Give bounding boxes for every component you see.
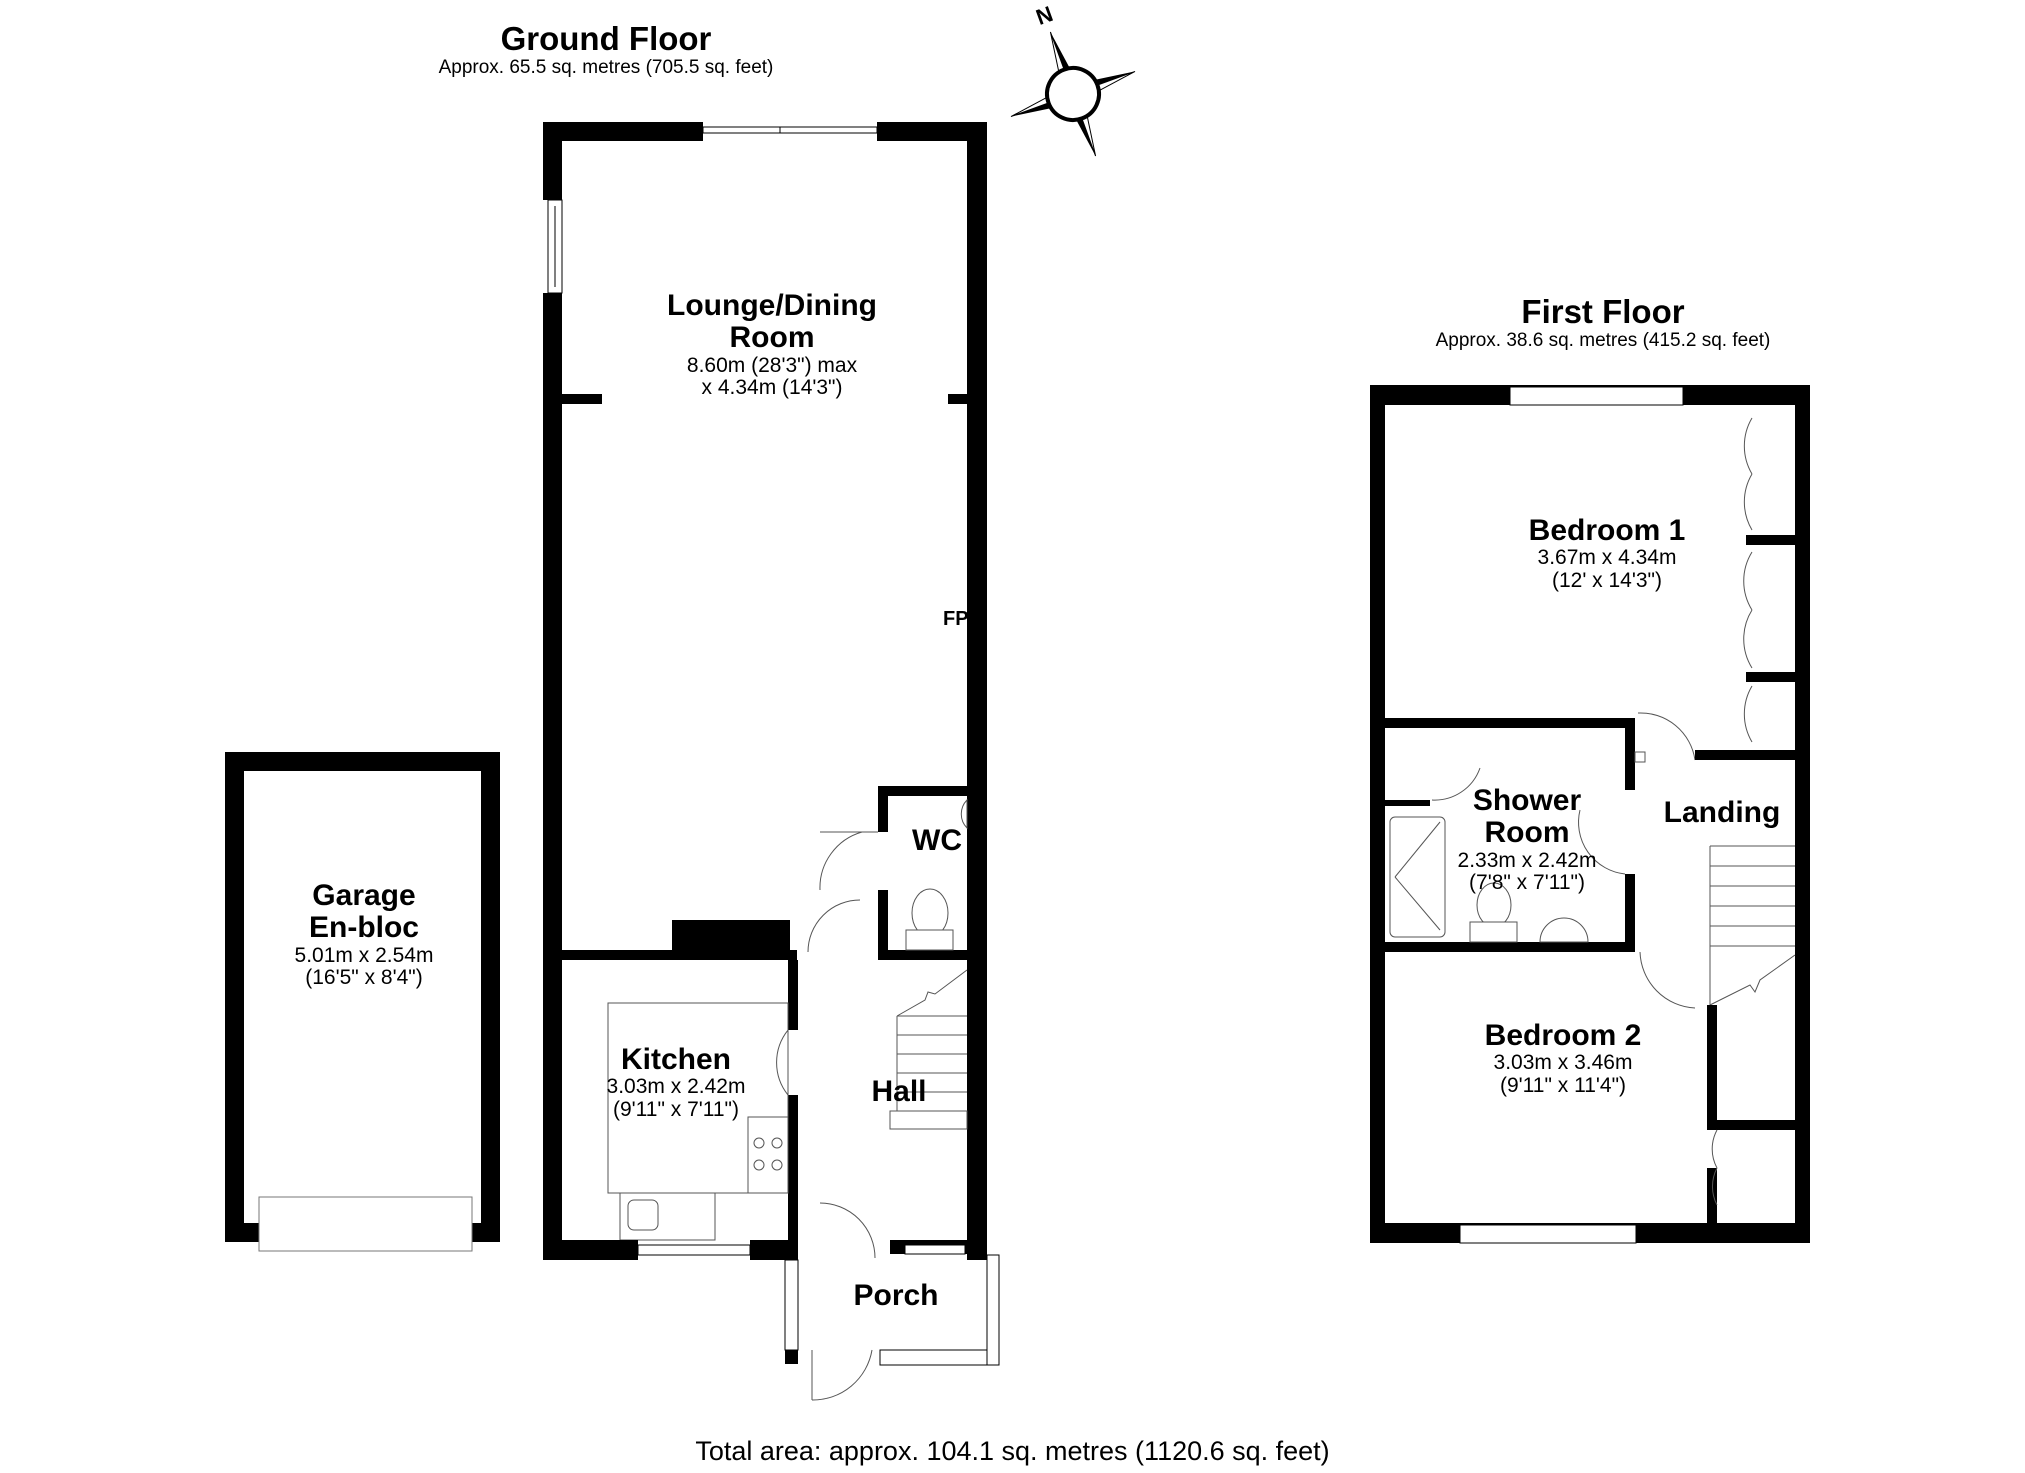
room-bedroom-1: Bedroom 1 3.67m x 4.34m (12' x 14'3") [1528,514,1686,593]
room-name: Porch [853,1279,939,1312]
room-dimensions-imperial: (16'5" x 8'4") [305,966,423,990]
room-dimensions: 8.60m (28'3") max [686,353,858,377]
first-floor-plan [1370,385,1810,1244]
room-dimensions: 3.03m x 3.46m [1493,1051,1633,1075]
room-name: WC [912,824,962,857]
ground-floor-heading: Ground Floor [500,20,712,57]
room-name-line2: Room [729,321,815,355]
garage-plan [225,752,500,1252]
room-name-line2: En-bloc [309,911,419,945]
ground-floor-title: Ground Floor Approx. 65.5 sq. metres (70… [438,20,774,79]
room-dimensions-imperial: (9'11" x 7'11") [612,1098,740,1122]
room-name: Kitchen [620,1043,731,1076]
room-dimensions: 3.03m x 2.42m [606,1075,746,1099]
first-floor-heading: First Floor [1521,293,1685,330]
room-name: Shower [1472,784,1582,817]
room-dimensions: 3.67m x 4.34m [1537,546,1677,570]
room-dimensions: 2.33m x 2.42m [1457,848,1597,872]
room-bedroom-2: Bedroom 2 3.03m x 3.46m (9'11" x 11'4") [1484,1019,1642,1098]
room-wc: WC [912,824,962,857]
total-area: Total area: approx. 104.1 sq. metres (11… [695,1436,1330,1466]
room-name: Landing [1663,796,1781,829]
room-name: Hall [871,1075,927,1108]
ground-floor-area: Approx. 65.5 sq. metres (705.5 sq. feet) [438,56,774,78]
room-dimensions-imperial: x 4.34m (14'3") [701,376,843,400]
room-dimensions-imperial: (12' x 14'3") [1551,569,1663,593]
ground-floor-plan [543,122,1000,1401]
room-lounge-dining: Lounge/Dining Room 8.60m (28'3") max x 4… [667,289,877,400]
room-porch: Porch [853,1279,939,1312]
room-garage: Garage En-bloc 5.01m x 2.54m (16'5" x 8'… [294,879,434,990]
first-floor-area: Approx. 38.6 sq. metres (415.2 sq. feet) [1435,329,1771,351]
fireplace-label: FP [943,608,969,630]
room-name: Bedroom 1 [1528,514,1686,547]
room-dimensions-imperial: (7'8" x 7'11") [1469,871,1585,895]
room-dimensions-imperial: (9'11" x 11'4") [1499,1074,1627,1098]
room-name: Lounge/Dining [667,289,877,322]
room-shower-room: Shower Room 2.33m x 2.42m (7'8" x 7'11") [1457,784,1597,895]
compass-icon: N [1010,1,1136,157]
room-dimensions: 5.01m x 2.54m [294,943,434,967]
room-landing: Landing [1663,796,1781,829]
room-name: Garage [312,879,416,912]
room-kitchen: Kitchen 3.03m x 2.42m (9'11" x 7'11") [606,1043,746,1122]
room-hall: Hall [871,1075,927,1108]
north-label: N [1033,1,1056,30]
room-name: Bedroom 2 [1484,1019,1642,1052]
first-floor-title: First Floor Approx. 38.6 sq. metres (415… [1435,293,1771,352]
room-name-line2: Room [1484,816,1570,850]
